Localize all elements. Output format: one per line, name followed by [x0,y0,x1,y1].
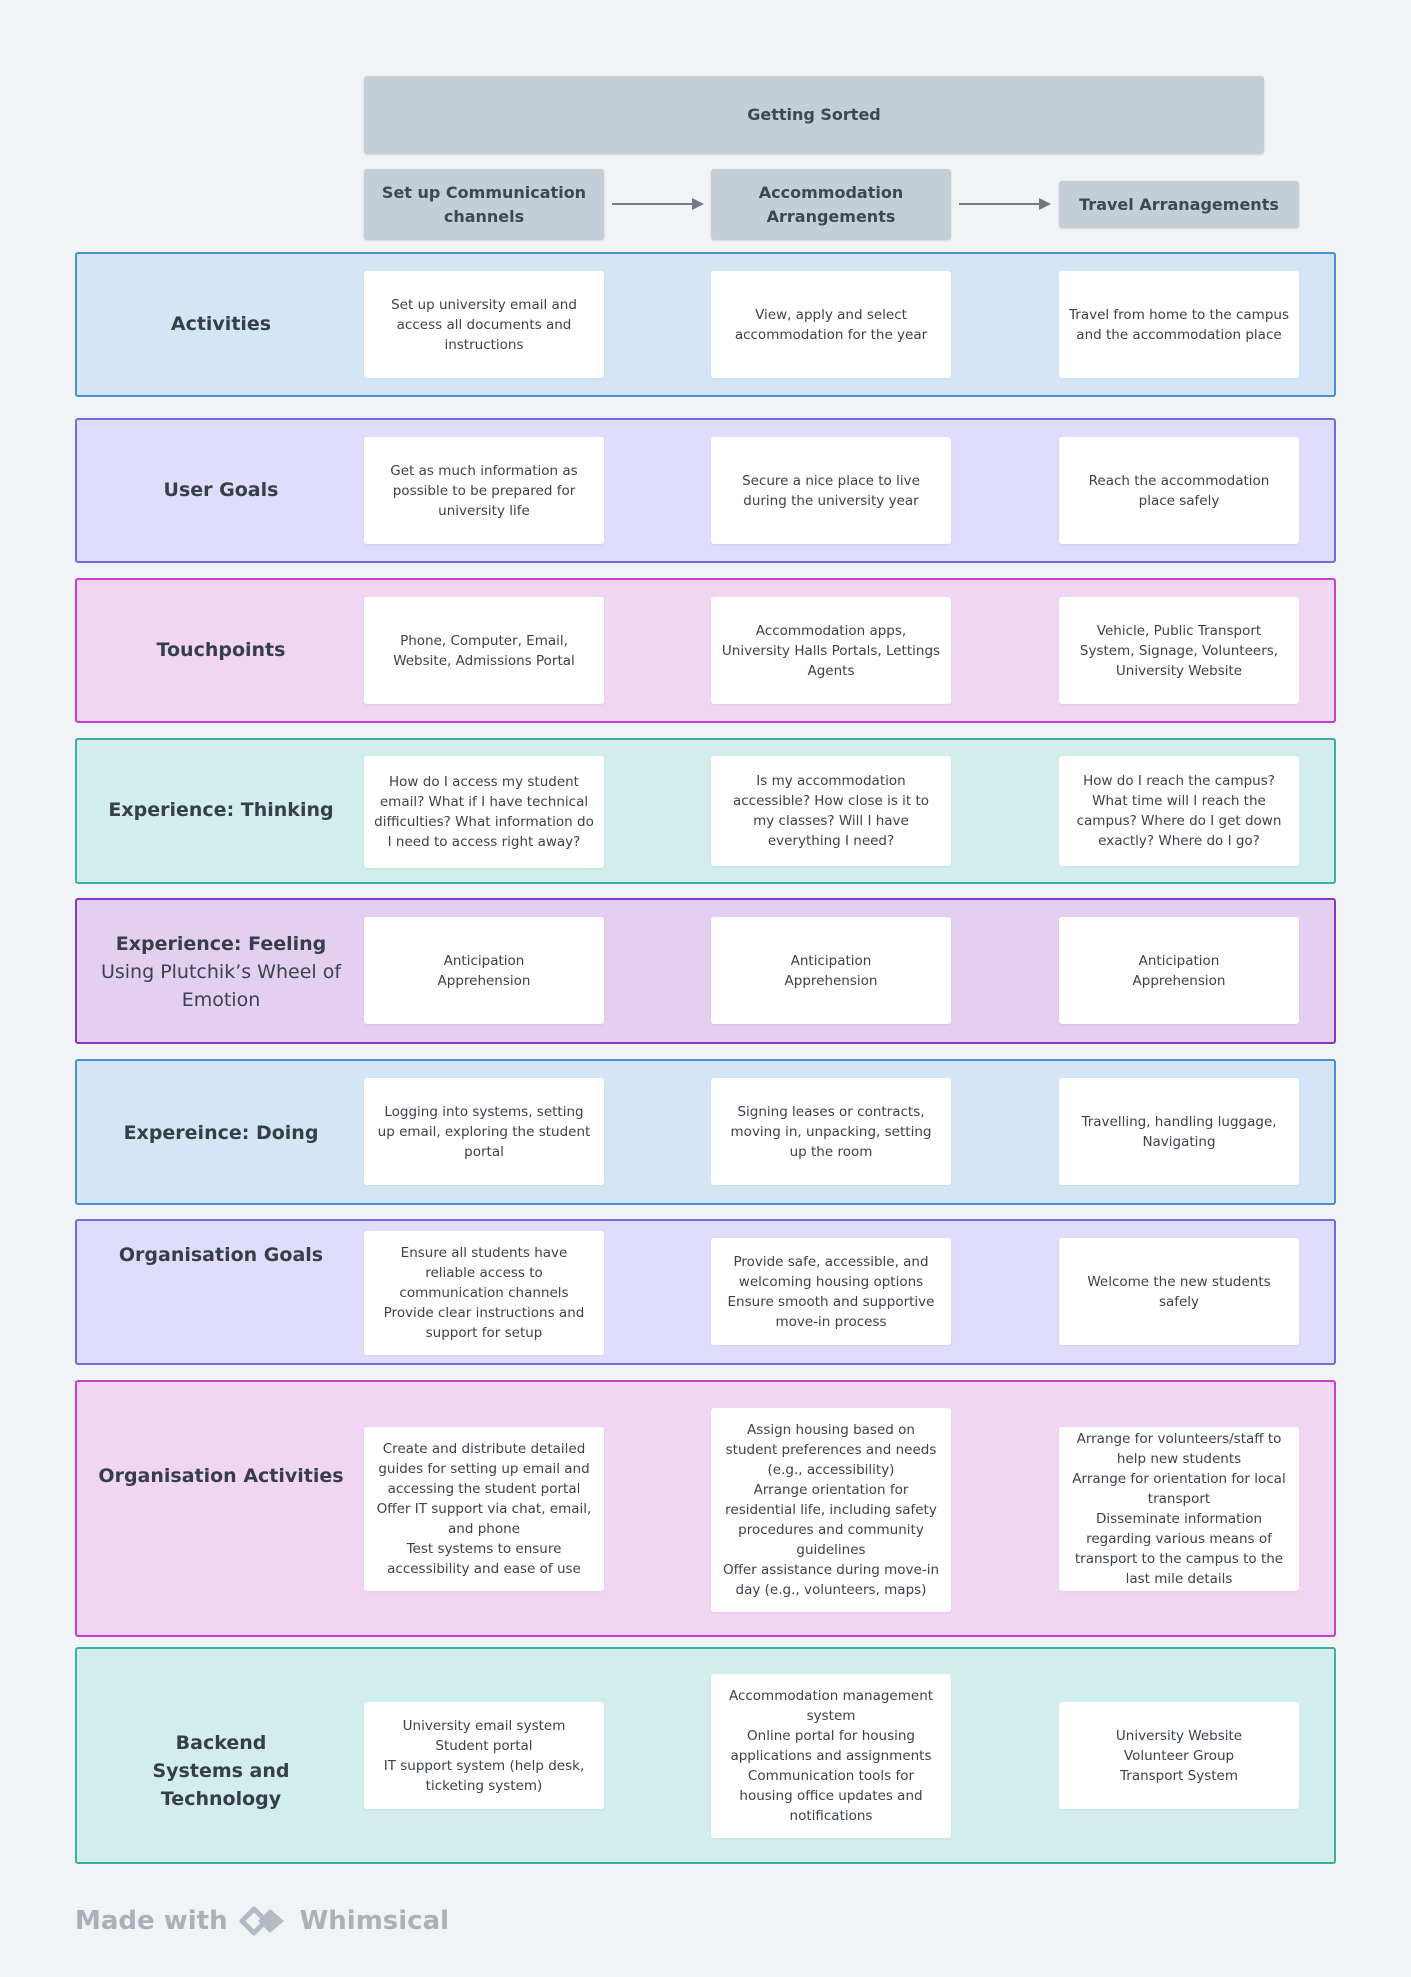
card: Set up university email and access all d… [364,271,604,378]
lane-label: Activities [170,313,272,335]
card: Signing leases or contracts, moving in, … [711,1078,951,1185]
made-with-text: Made with [75,1906,228,1936]
lane-label: Organisation Goals [118,1244,324,1266]
card: Assign housing based on student preferen… [711,1408,951,1612]
lane-label: Experience: Feeling Using Plutchik’s Whe… [77,930,365,1014]
card: Is my accommodation accessible? How clos… [711,756,951,866]
stage-header-accommodation: Accommodation Arrangements [711,169,951,240]
lane-label: Expereince: Doing [123,1122,319,1144]
card: Welcome the new students safely [1059,1238,1299,1345]
card: University email system Student portal I… [364,1702,604,1809]
lane-experience-thinking: Experience: Thinking How do I access my … [75,738,1336,884]
card: Anticipation Apprehension [364,917,604,1024]
lane-label: Backend Systems and Technology [152,1732,290,1810]
stage-header-travel: Travel Arranagements [1059,181,1299,228]
card: Ensure all students have reliable access… [364,1231,604,1355]
lane-experience-feeling: Experience: Feeling Using Plutchik’s Whe… [75,898,1336,1044]
arrow-icon [612,196,704,212]
card: Accommodation apps, University Halls Por… [711,597,951,704]
lane-organisation-activities: Organisation Activities Create and distr… [75,1380,1336,1637]
card: Anticipation Apprehension [1059,917,1299,1024]
made-with-whimsical-badge[interactable]: Made with Whimsical [75,1897,449,1945]
card: Phone, Computer, Email, Website, Admissi… [364,597,604,704]
phase-header: Getting Sorted [364,76,1264,154]
card: Provide safe, accessible, and welcoming … [711,1238,951,1345]
lane-user-goals: User Goals Get as much information as po… [75,418,1336,563]
card: Accommodation management system Online p… [711,1674,951,1838]
lane-experience-doing: Expereince: Doing Logging into systems, … [75,1059,1336,1205]
lane-label-subtitle: Using Plutchik’s Wheel of Emotion [100,961,342,1011]
card: Get as much information as possible to b… [364,437,604,544]
lane-backend-systems: Backend Systems and Technology Universit… [75,1647,1336,1864]
card: Secure a nice place to live during the u… [711,437,951,544]
lane-label: Touchpoints [156,639,286,661]
card: How do I reach the campus? What time wil… [1059,756,1299,866]
lane-activities: Activities Set up university email and a… [75,252,1336,397]
whimsical-logo-icon [239,1906,284,1936]
card: Arrange for volunteers/staff to help new… [1059,1427,1299,1591]
card: University Website Volunteer Group Trans… [1059,1702,1299,1809]
card: Anticipation Apprehension [711,917,951,1024]
whimsical-brand-text: Whimsical [299,1906,450,1936]
card: Create and distribute detailed guides fo… [364,1427,604,1591]
lane-organisation-goals: Organisation Goals Ensure all students h… [75,1219,1336,1365]
card: View, apply and select accommodation for… [711,271,951,378]
card: Reach the accommodation place safely [1059,437,1299,544]
card: Logging into systems, setting up email, … [364,1078,604,1185]
lane-label: User Goals [163,479,279,501]
lane-touchpoints: Touchpoints Phone, Computer, Email, Webs… [75,578,1336,723]
card: Travelling, handling luggage, Navigating [1059,1078,1299,1185]
card: Vehicle, Public Transport System, Signag… [1059,597,1299,704]
arrow-icon [959,196,1051,212]
lane-label: Experience: Thinking [108,799,334,821]
stage-header-communication: Set up Communication channels [364,169,604,240]
card: Travel from home to the campus and the a… [1059,271,1299,378]
lane-label: Organisation Activities [98,1465,344,1487]
lane-label-title: Experience: Feeling [115,933,327,955]
card: How do I access my student email? What i… [364,756,604,868]
